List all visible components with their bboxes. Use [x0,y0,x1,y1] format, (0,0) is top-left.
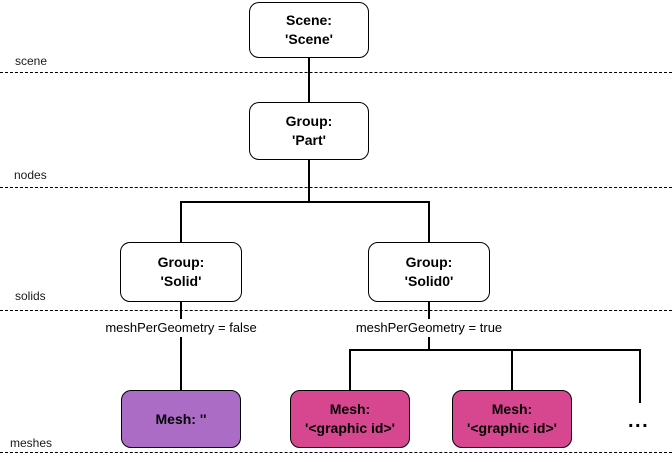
node-group-solid0-line1: Group: [405,254,453,270]
node-mesh-graphic-2-line2: '<graphic id>' [467,420,557,436]
node-group-solid0-line2: 'Solid0' [404,273,454,289]
node-group-solid0: Group: 'Solid0' [368,242,490,302]
node-group-solid: Group: 'Solid' [120,242,242,302]
edge-branch-to-mesh1 [349,349,351,390]
node-mesh-empty: Mesh: '' [121,390,241,448]
lane-label-nodes: nodes [14,168,47,182]
node-scene: Scene: 'Scene' [249,2,369,58]
node-mesh-graphic-2: Mesh: '<graphic id>' [452,390,572,448]
annotation-mesh-per-geometry-false: meshPerGeometry = false [105,320,257,335]
lane-separator-scene [0,72,672,73]
node-group-part-line2: 'Part' [292,132,326,148]
edge-part-branch [180,201,430,203]
annotation-mesh-per-geometry-true: meshPerGeometry = true [355,320,503,335]
edge-branch-to-mesh2 [511,349,513,390]
edge-branch-to-ellipsis [639,349,641,403]
edge-branch-to-solid0 [428,201,430,242]
lane-label-scene: scene [15,54,48,68]
edge-scene-to-part [308,58,310,102]
lane-separator-nodes [0,187,672,188]
node-group-part-line1: Group: [285,113,333,129]
node-group-solid-line1: Group: [157,254,205,270]
edge-solid0-down [428,302,430,319]
lane-label-solids: solids [15,289,46,303]
lane-separator-solids [0,310,672,311]
node-mesh-graphic-1-line1: Mesh: [329,401,371,417]
edge-solid-down [180,302,182,319]
node-mesh-graphic-2-line1: Mesh: [491,401,533,417]
edge-solid-to-mesh [180,337,182,390]
node-scene-line2: 'Scene' [285,31,333,47]
edge-part-down [308,160,310,201]
node-group-part: Group: 'Part' [249,102,369,160]
node-group-solid-line2: 'Solid' [160,273,202,289]
lane-separator-meshes [0,452,672,453]
edge-solid0-branch [349,349,641,351]
node-mesh-graphic-1-line2: '<graphic id>' [305,420,395,436]
edge-branch-to-solid [180,201,182,242]
node-mesh-graphic-1: Mesh: '<graphic id>' [290,390,410,448]
node-scene-line1: Scene: [286,12,332,28]
ellipsis-more-meshes: ... [628,410,650,432]
edge-solid0-to-branch [428,337,430,350]
lane-label-meshes: meshes [10,436,53,450]
node-mesh-empty-line1: Mesh: '' [155,410,207,427]
